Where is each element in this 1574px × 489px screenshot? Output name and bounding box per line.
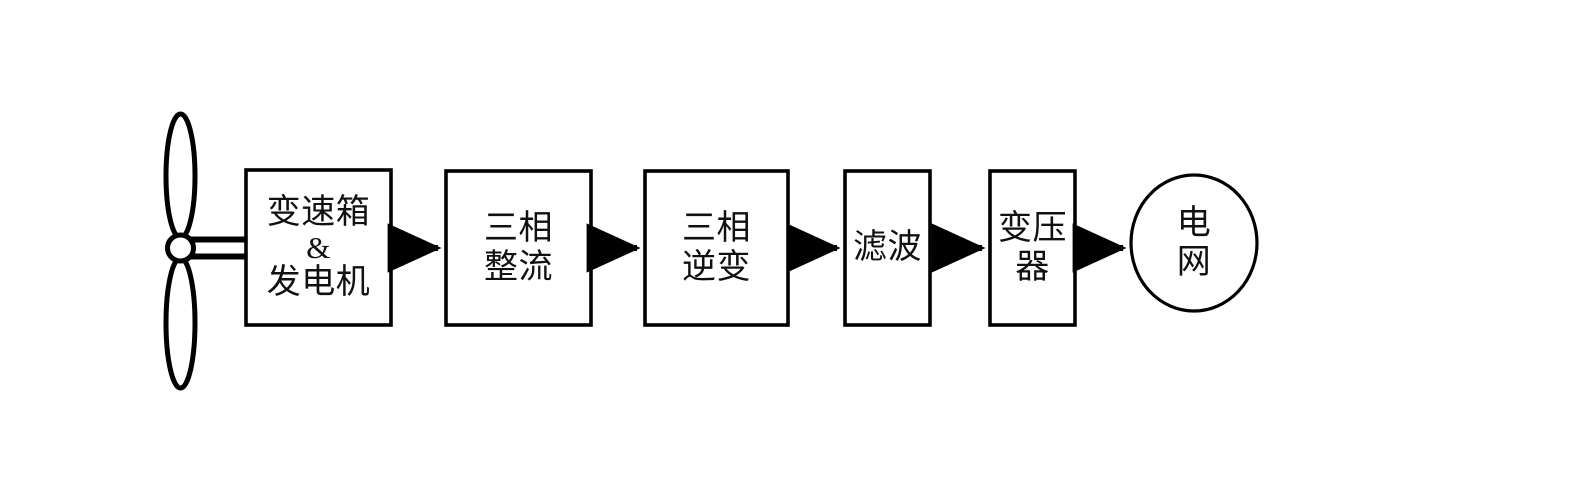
turbine-hub xyxy=(165,232,196,264)
node-three-phase-inverter[interactable] xyxy=(643,169,790,327)
turbine-blade-upper xyxy=(163,111,198,241)
wind-turbine-icon xyxy=(163,111,251,391)
node-power-grid[interactable] xyxy=(1129,173,1259,313)
node-gearbox-generator[interactable] xyxy=(244,168,393,327)
node-filter[interactable] xyxy=(843,169,932,327)
turbine-blade-lower xyxy=(163,255,198,391)
node-three-phase-rectifier[interactable] xyxy=(444,169,593,327)
node-transformer[interactable] xyxy=(988,169,1077,327)
